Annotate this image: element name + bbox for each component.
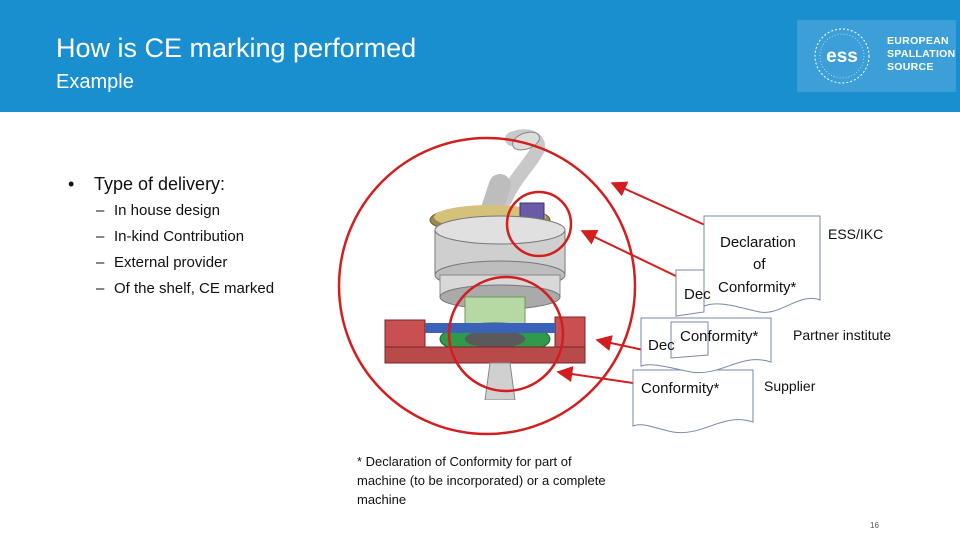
bullet-delivery-type: • Type of delivery: — [68, 174, 225, 195]
arrow-to-machine — [610, 181, 706, 226]
doc1-partial-text: Dec — [684, 286, 711, 303]
doc1-line-declaration: Declaration — [720, 234, 796, 251]
doc2-conformity: Conformity* — [680, 328, 759, 345]
list-item-label: Of the shelf, CE marked — [114, 280, 275, 297]
delivery-type-list: –In house design –In-kind Contribution –… — [96, 200, 274, 304]
page-number: 16 — [870, 521, 879, 530]
list-item: –In house design — [96, 202, 220, 219]
label-partner-institute: Partner institute — [793, 327, 892, 343]
label-supplier: Supplier — [764, 378, 816, 394]
footnote: * Declaration of Conformity for part of … — [357, 454, 606, 507]
ess-logo: ess EUROPEAN SPALLATION SOURCE — [797, 20, 956, 92]
list-item: –External provider — [96, 254, 228, 271]
document-ess-front — [703, 215, 821, 313]
arrow-to-component — [580, 230, 681, 279]
arrow-to-bearing — [556, 366, 634, 384]
logo-wordmark: EUROPEAN SPALLATION SOURCE — [887, 35, 956, 74]
list-item-label: External provider — [114, 254, 228, 271]
machine-illustration — [384, 129, 586, 400]
arrow-to-base — [595, 335, 649, 352]
list-item: –In-kind Contribution — [96, 228, 245, 245]
logo-mark-text: ess — [826, 46, 858, 67]
ess-logo-mark-icon: ess — [814, 28, 870, 84]
doc1-line-of: of — [753, 256, 766, 273]
highlight-circle-component — [505, 190, 573, 258]
slide-title: How is CE marking performed — [56, 33, 417, 63]
doc1-line-conformity: Conformity* — [718, 279, 797, 296]
slide-subtitle: Example — [56, 71, 134, 93]
doc3-conformity: Conformity* — [641, 380, 720, 397]
list-item-label: In house design — [114, 202, 220, 219]
label-ess-ikc: ESS/IKC — [828, 226, 884, 242]
document-ess-back — [675, 269, 705, 317]
doc2-partial-text: Dec — [648, 337, 675, 354]
logo-line: SPALLATION — [887, 48, 956, 60]
header-bar: How is CE marking performed Example ess … — [0, 0, 960, 112]
list-item: –Of the shelf, CE marked — [96, 280, 275, 297]
logo-line: EUROPEAN — [887, 35, 949, 47]
document-partner-front — [670, 321, 709, 359]
logo-line: SOURCE — [887, 61, 934, 73]
highlight-circle-machine — [337, 136, 637, 436]
bullet-dot: • — [68, 174, 75, 194]
highlight-circle-base — [447, 275, 565, 393]
document-supplier — [632, 369, 754, 434]
bullet-text: Type of delivery: — [94, 174, 226, 194]
list-item-label: In-kind Contribution — [114, 228, 245, 245]
